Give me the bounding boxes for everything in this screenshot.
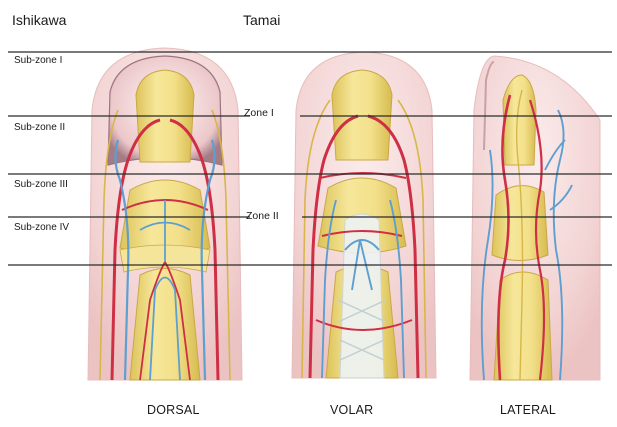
- view-caption-lateral: LATERAL: [500, 404, 556, 417]
- volar-tendon-sheath: [340, 214, 384, 378]
- subzone-label-3: Sub-zone III: [14, 180, 68, 190]
- zone-label-2: Zone II: [246, 211, 279, 222]
- dorsal-proximal-phalanx: [130, 269, 200, 381]
- volar-finger: [292, 52, 436, 378]
- header-tamai: Tamai: [243, 13, 280, 27]
- zone-label-1: Zone I: [244, 108, 274, 119]
- lateral-finger: [470, 56, 600, 380]
- header-ishikawa: Ishikawa: [12, 13, 66, 27]
- volar-distal-phalanx: [332, 70, 392, 160]
- subzone-label-2: Sub-zone II: [14, 123, 65, 133]
- dorsal-finger: [88, 48, 242, 380]
- view-caption-dorsal: DORSAL: [147, 404, 200, 417]
- subzone-label-1: Sub-zone I: [14, 56, 62, 66]
- view-caption-volar: VOLAR: [330, 404, 373, 417]
- lateral-distal-phalanx: [503, 75, 536, 165]
- subzone-label-4: Sub-zone IV: [14, 223, 69, 233]
